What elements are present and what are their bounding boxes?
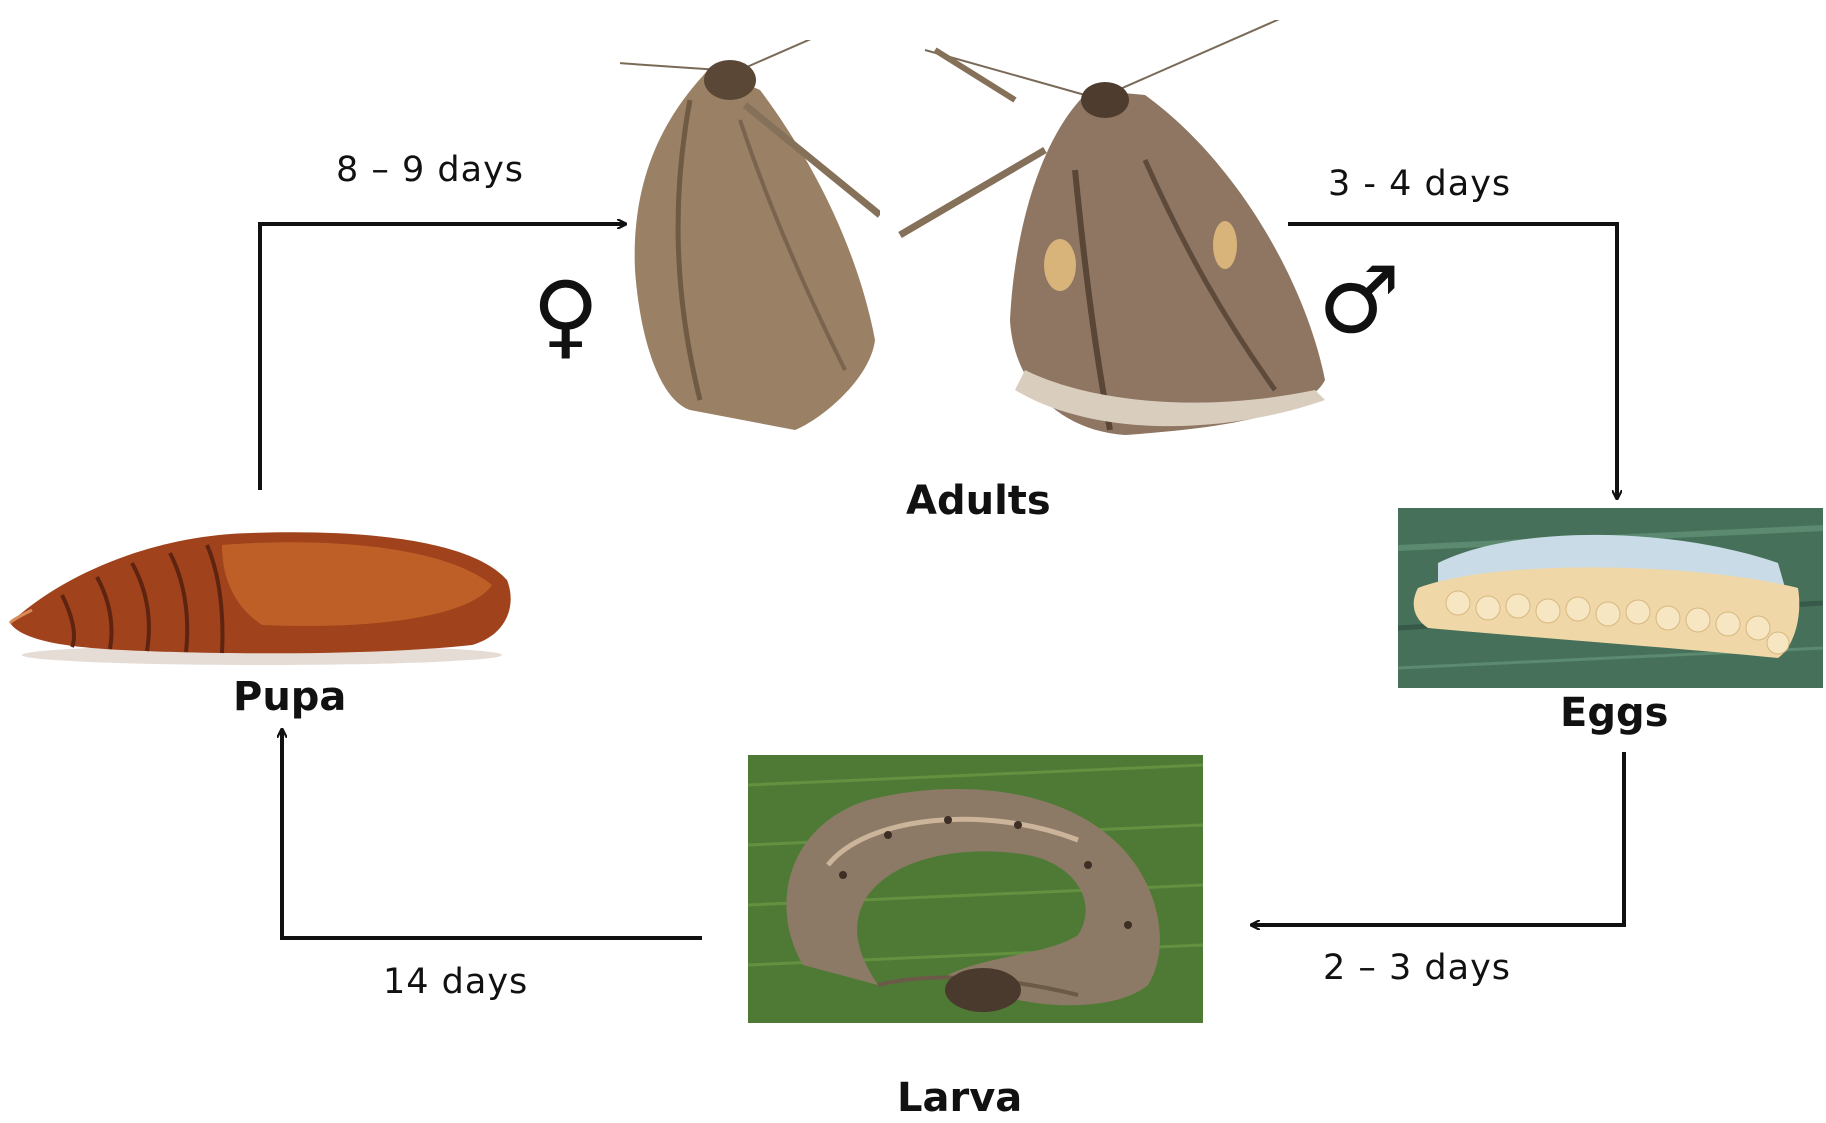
- duration-adults-to-eggs: 3 - 4 days: [1328, 164, 1511, 204]
- duration-pupa-to-adults: 8 – 9 days: [336, 150, 524, 190]
- female-moth-image: [620, 40, 880, 440]
- stage-label-eggs: Eggs: [1560, 690, 1668, 736]
- duration-larva-to-pupa: 14 days: [383, 962, 528, 1002]
- male-moth-image: [895, 20, 1330, 440]
- stage-label-pupa: Pupa: [233, 674, 346, 720]
- pupa-image: [2, 515, 518, 670]
- larva-image: [748, 755, 1203, 1023]
- male-symbol-icon: ♂: [1318, 255, 1400, 347]
- arrow-larva-to-pupa: [282, 730, 702, 938]
- stage-label-adults: Adults: [906, 478, 1051, 524]
- stage-label-larva: Larva: [897, 1075, 1022, 1121]
- duration-eggs-to-larva: 2 – 3 days: [1323, 948, 1511, 988]
- arrow-eggs-to-larva: [1252, 752, 1624, 925]
- female-symbol-icon: ♀: [532, 270, 599, 362]
- eggs-image: [1398, 508, 1823, 688]
